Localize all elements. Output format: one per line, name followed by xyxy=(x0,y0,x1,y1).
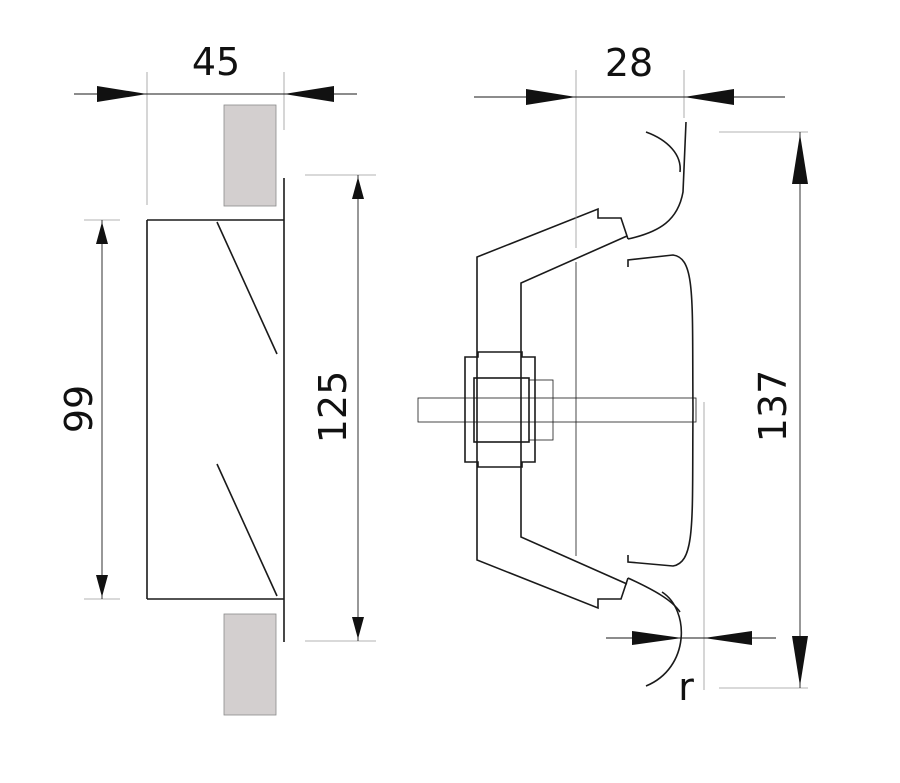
arrow-45-left xyxy=(97,86,147,102)
clip-hook-top xyxy=(645,131,681,173)
dim-label-99: 99 xyxy=(57,385,101,433)
axle-rod xyxy=(417,397,697,423)
clip-hook-bottom xyxy=(645,591,683,687)
arrow-45-right xyxy=(284,86,334,102)
frame-outline xyxy=(146,178,285,642)
dim-label-137: 137 xyxy=(751,370,795,443)
dim-label-28: 28 xyxy=(605,41,653,85)
arrow-125-bottom xyxy=(352,617,364,639)
arrow-99-top xyxy=(96,222,108,244)
wall-block-top xyxy=(223,104,277,207)
arrow-28-left xyxy=(526,89,576,105)
arrow-r-right xyxy=(704,631,752,645)
arrow-28-right xyxy=(684,89,734,105)
left-view: 45 99 125 xyxy=(57,40,376,716)
dim-label-r: r xyxy=(678,665,694,709)
fixing-block-nut xyxy=(528,379,554,441)
arrow-137-bottom xyxy=(792,636,808,686)
wall-block-bottom xyxy=(223,613,277,716)
clip-spring-bottom xyxy=(627,577,681,613)
dim-label-45: 45 xyxy=(192,40,240,84)
arrow-99-bottom xyxy=(96,575,108,597)
housing-inner xyxy=(520,235,628,585)
arrow-125-top xyxy=(352,177,364,199)
dim-label-125: 125 xyxy=(311,371,355,444)
housing-outer xyxy=(476,207,629,610)
right-view: 28 137 r xyxy=(417,41,808,709)
arrow-137-top xyxy=(792,134,808,184)
clip-spring-top xyxy=(627,121,687,240)
arrow-r-left xyxy=(632,631,682,645)
blade-top xyxy=(216,221,278,355)
front-grille xyxy=(627,254,694,567)
blade-bottom xyxy=(216,463,278,597)
fixing-block-outer xyxy=(464,351,536,468)
